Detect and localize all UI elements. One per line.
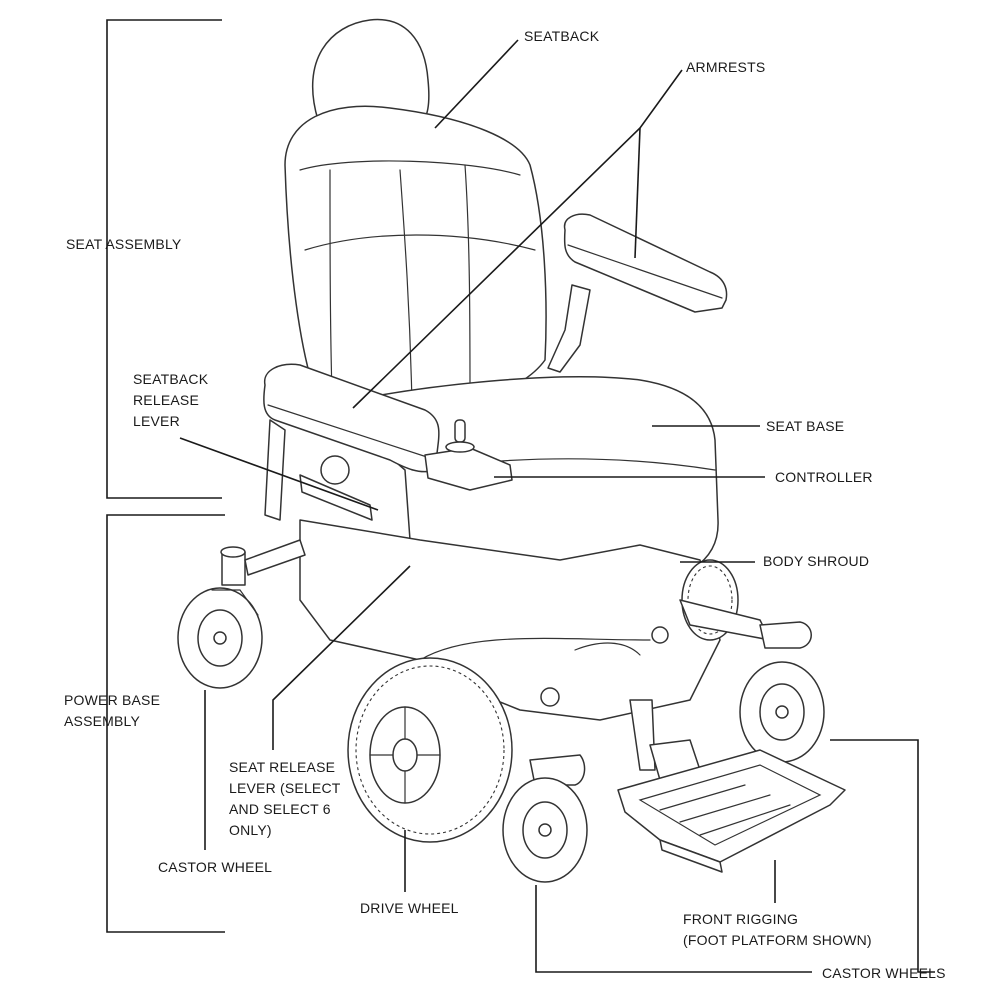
power-base-bracket bbox=[106, 514, 225, 933]
drive-wheel bbox=[347, 657, 513, 843]
seatback-release-leader bbox=[179, 437, 379, 511]
label-power-base-assembly: POWER BASE ASSEMBLY bbox=[64, 692, 161, 729]
label-drive-wheel: DRIVE WHEEL bbox=[360, 900, 459, 916]
label-seat-release-lever: SEAT RELEASE LEVER (SELECT AND SELECT 6 … bbox=[229, 759, 341, 838]
foot-platform bbox=[617, 699, 846, 873]
castor-wheel-front bbox=[502, 754, 588, 883]
castor-wheel-left bbox=[177, 539, 306, 689]
label-controller: CONTROLLER bbox=[775, 469, 873, 485]
label-seat-base: SEAT BASE bbox=[766, 418, 845, 434]
seat-assembly-bracket bbox=[106, 19, 222, 499]
label-armrests: ARMRESTS bbox=[686, 59, 766, 75]
label-seat-assembly: SEAT ASSEMBLY bbox=[66, 236, 182, 252]
seat-release-leader bbox=[272, 565, 411, 750]
label-seatback-release-lever: SEATBACK RELEASE LEVER bbox=[133, 371, 209, 429]
label-body-shroud: BODY SHROUD bbox=[763, 553, 870, 569]
label-castor-wheels: CASTOR WHEELS bbox=[822, 965, 946, 981]
label-front-rigging: FRONT RIGGING (FOOT PLATFORM SHOWN) bbox=[683, 911, 872, 948]
headrest bbox=[311, 18, 430, 121]
right-armrest bbox=[563, 213, 728, 313]
seatback-leader bbox=[434, 39, 519, 129]
castor-wheels-leader bbox=[535, 885, 812, 973]
label-castor-wheel: CASTOR WHEEL bbox=[158, 859, 273, 875]
label-seatback: SEATBACK bbox=[524, 28, 600, 44]
